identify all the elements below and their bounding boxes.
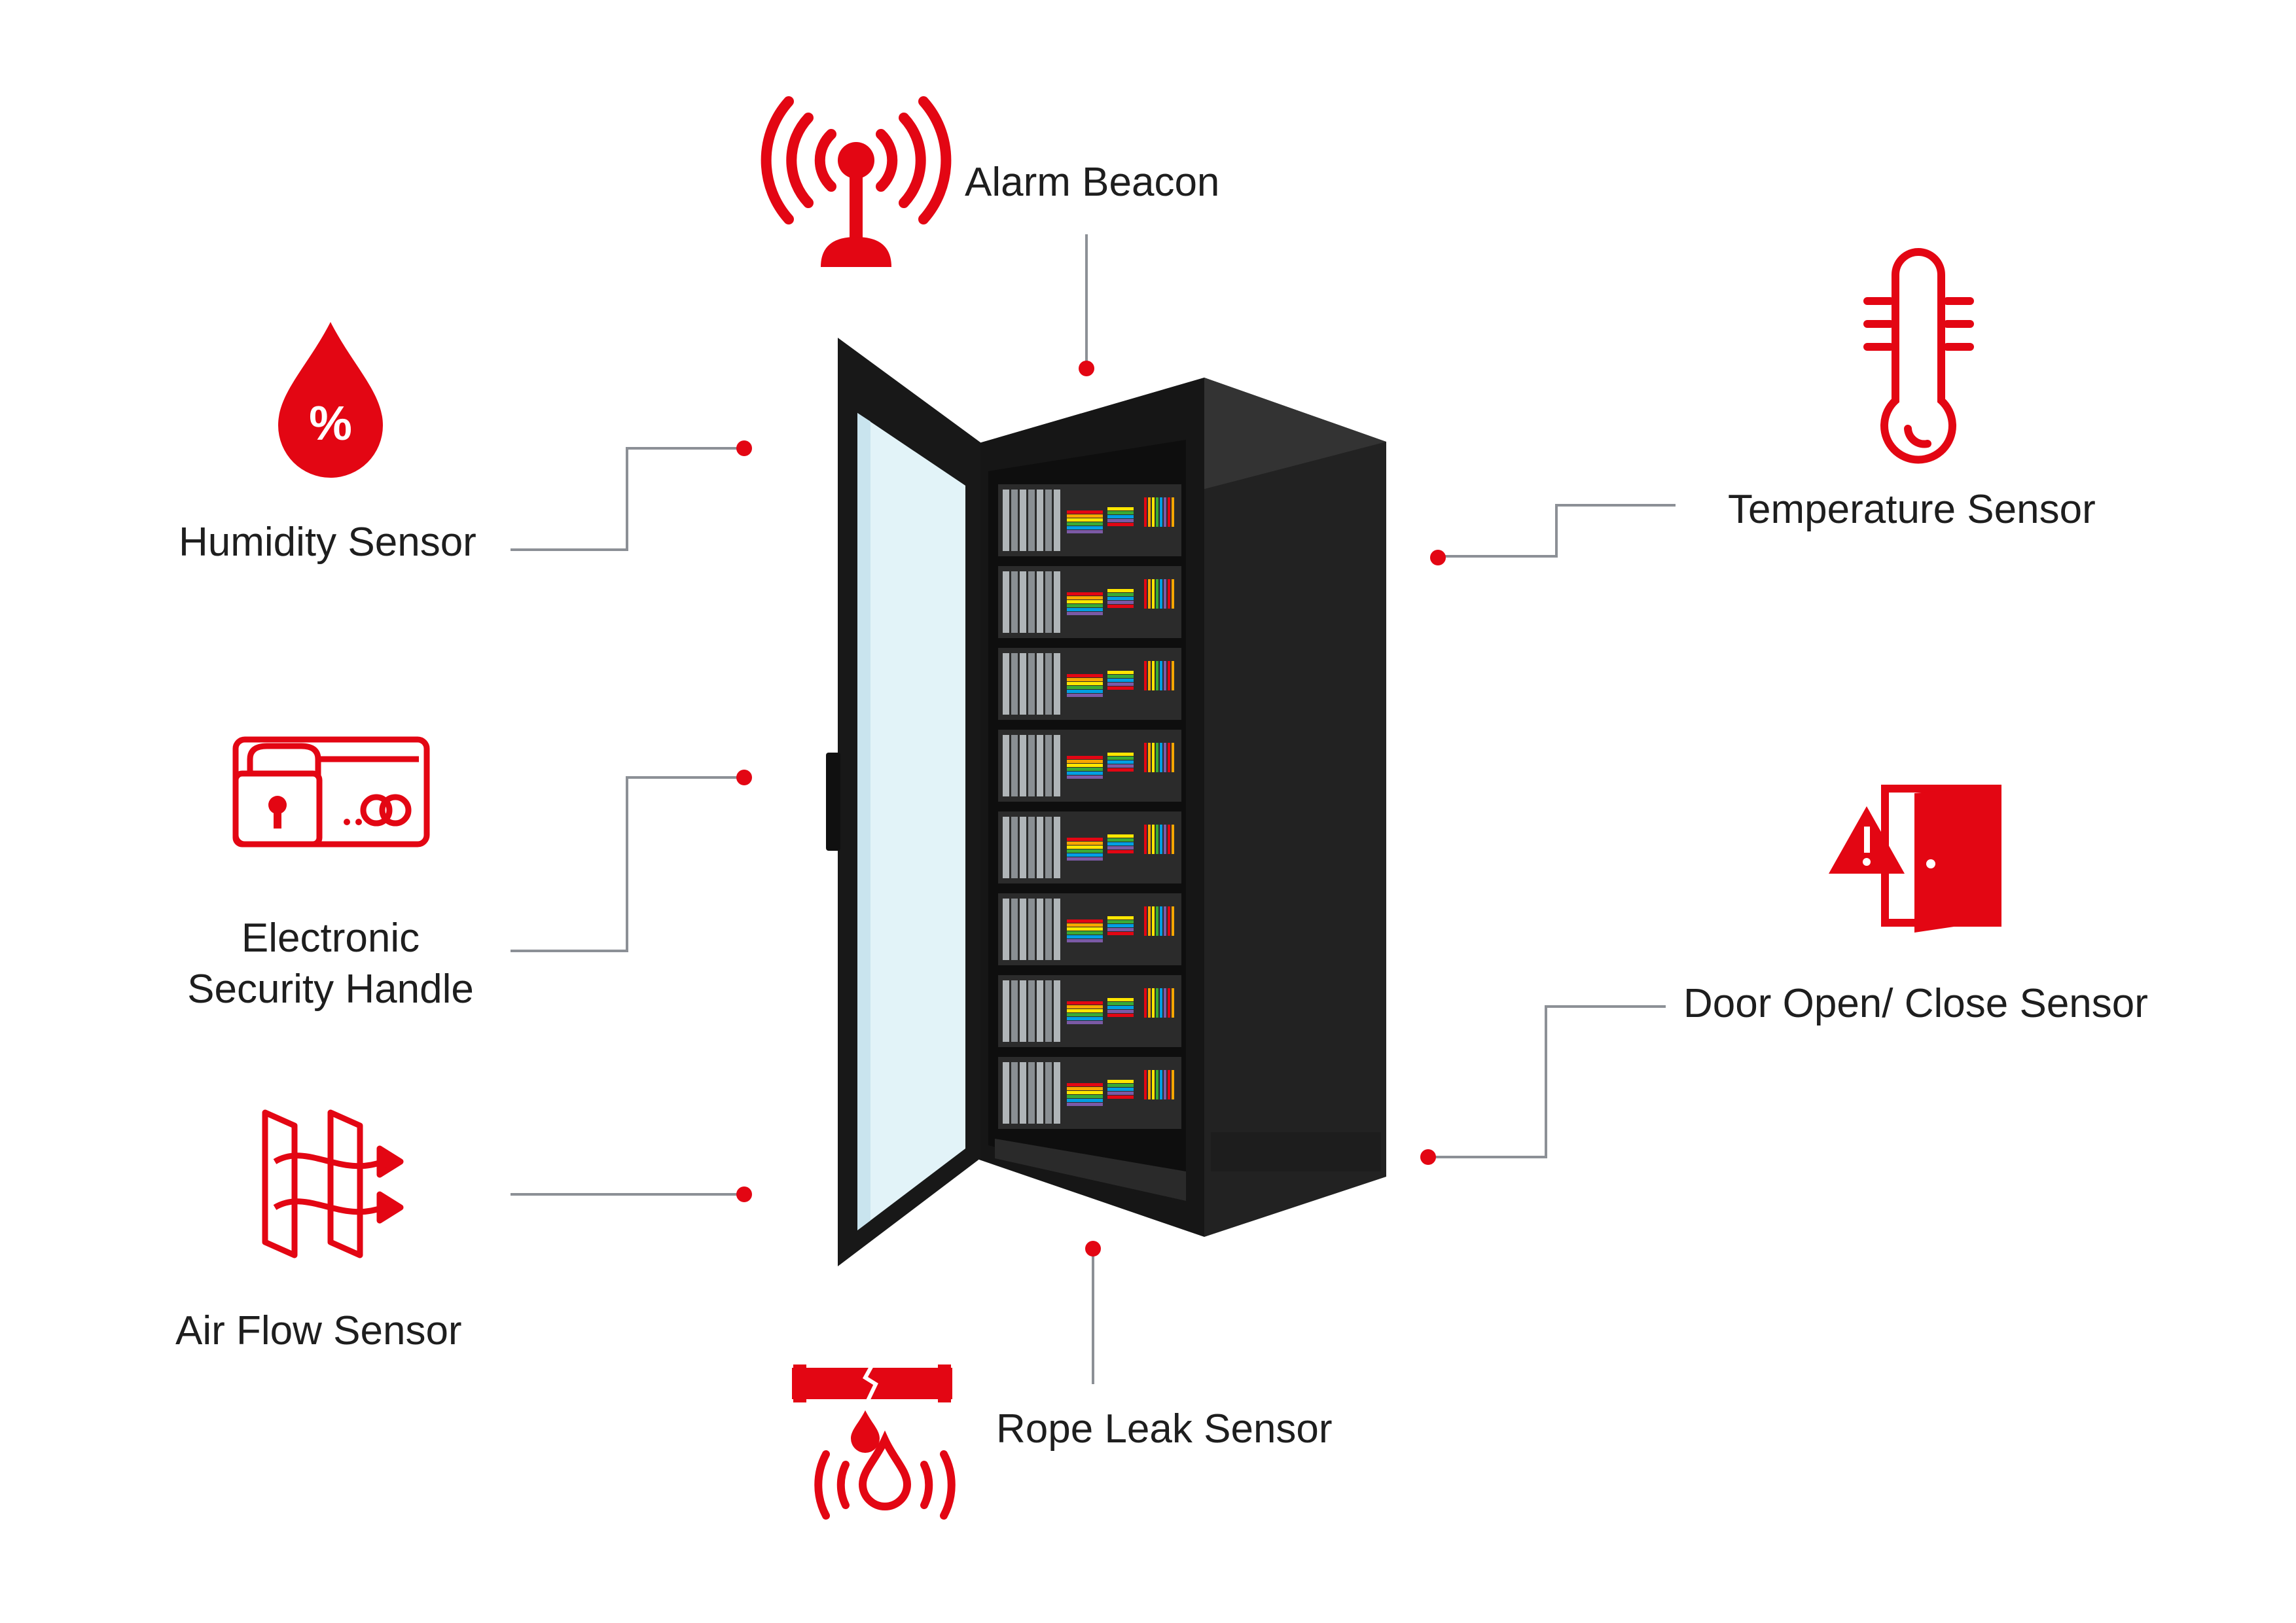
label-temperature-sensor: Temperature Sensor [1728,487,2096,532]
cabinet-bottom-vent [995,1139,1186,1201]
cabinet-door-glass [857,413,965,1230]
server-unit [998,893,1181,965]
connector-humidity [511,447,743,551]
connector-temperature [1440,504,1676,558]
server-unit [998,975,1181,1047]
label-air-flow-sensor: Air Flow Sensor [175,1308,462,1353]
dot-alarm-beacon [1079,361,1094,376]
door-warning-icon [1829,785,2001,933]
server-cabinet [826,338,1386,1266]
server-unit [998,566,1181,638]
connector-dots [736,361,1446,1257]
dot-door [1420,1149,1436,1165]
cabinet-side-vent [1211,1132,1381,1171]
server-unit [998,812,1181,883]
label-door-open-close-sensor: Door Open/ Close Sensor [1683,981,2148,1026]
label-security-handle-line1: Electronic [241,916,420,961]
label-security-handle-line2: Security Handle [187,966,474,1012]
rope-leak-icon [792,1364,956,1520]
connector-lines [511,234,1676,1384]
connector-door [1428,1005,1666,1158]
label-electronic-security-handle: Electronic Security Handle [170,913,491,1014]
cabinet-side-panel [1204,378,1386,1237]
humidity-drop-icon: % [278,322,383,478]
cabinet-door-glass-shade [857,413,870,1230]
connector-security-handle [511,776,743,952]
server-units [998,484,1181,1129]
server-unit [998,648,1181,720]
label-humidity-sensor: Humidity Sensor [179,520,476,565]
dot-humidity [736,440,752,456]
dot-rope-leak [1085,1241,1101,1257]
air-flow-icon [262,1109,404,1258]
humidity-percent-symbol: % [309,396,352,450]
security-handle-icon [232,736,430,847]
server-unit [998,484,1181,556]
dot-air-flow [736,1186,752,1202]
door-handle [826,753,840,851]
dot-temperature [1430,550,1446,565]
dot-security-handle [736,770,752,785]
alarm-beacon-icon [761,96,952,267]
label-alarm-beacon: Alarm Beacon [965,160,1220,205]
server-unit [998,1057,1181,1129]
thermometer-icon [1863,248,1974,464]
server-unit [998,730,1181,802]
label-rope-leak-sensor: Rope Leak Sensor [996,1406,1333,1452]
